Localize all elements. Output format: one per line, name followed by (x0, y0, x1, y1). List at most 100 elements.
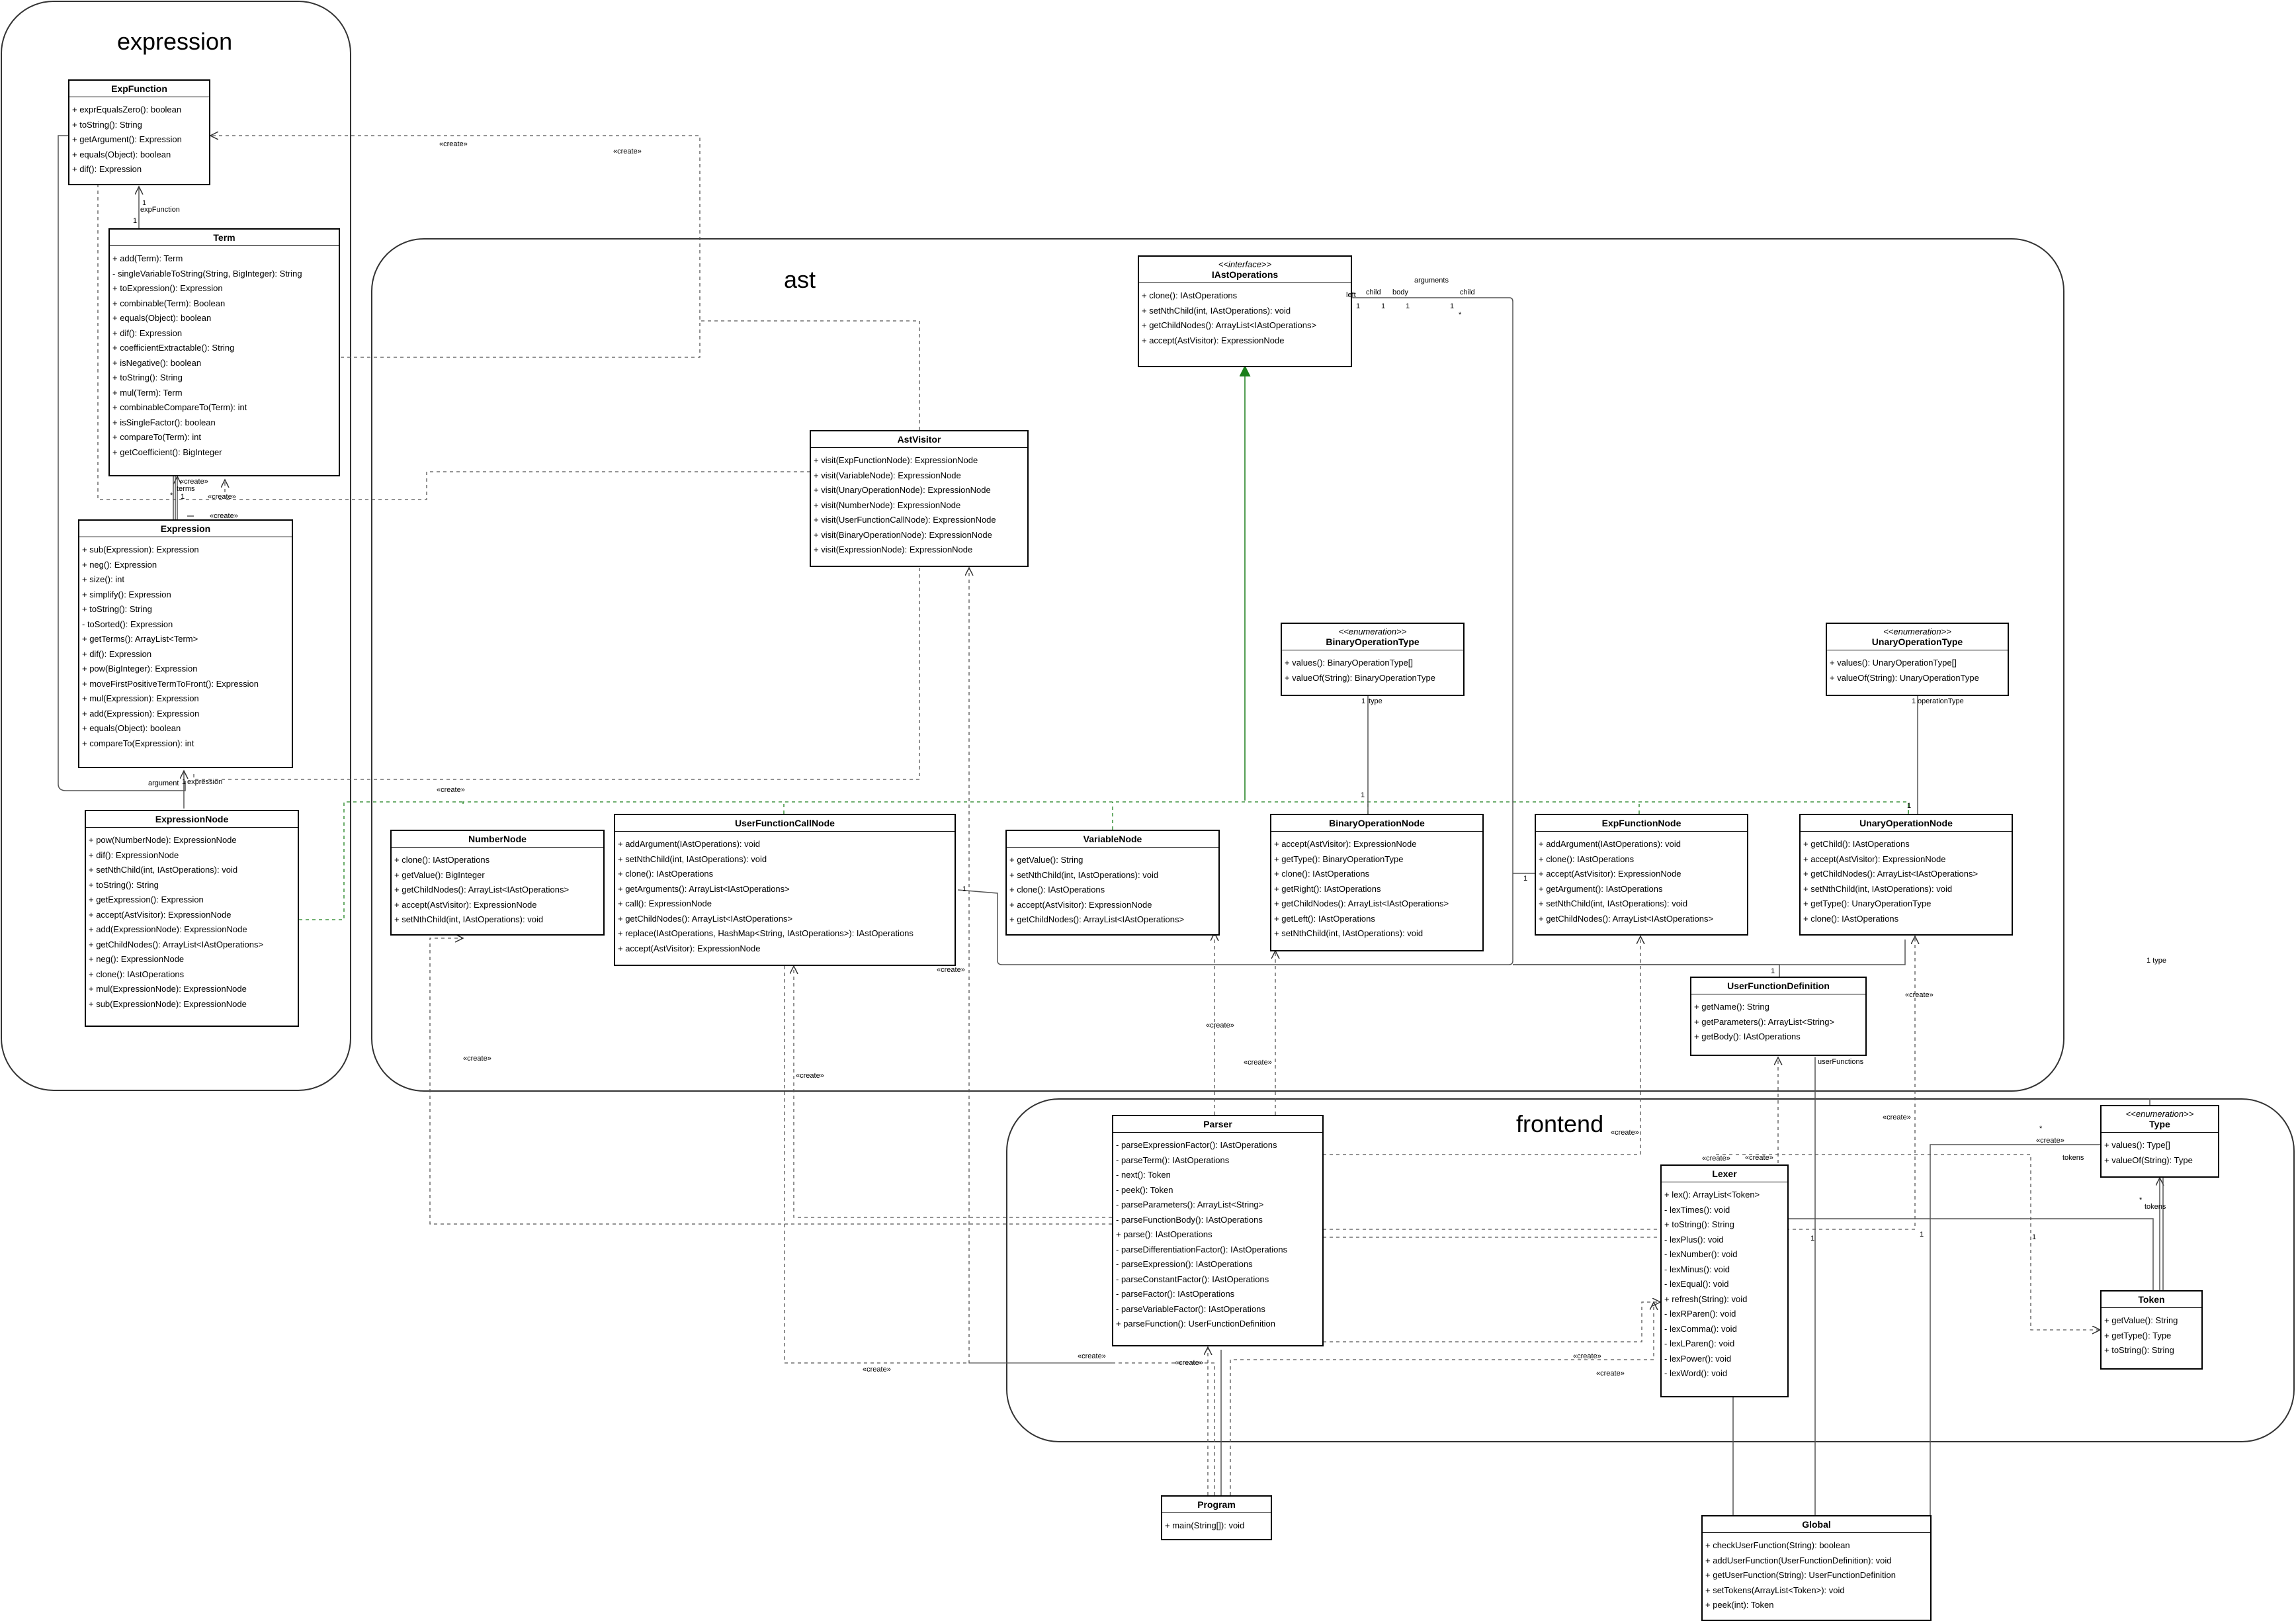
assoc-expfunction-expression (58, 135, 186, 791)
class-member: + getChildNodes(): ArrayList<IAstOperati… (1009, 914, 1185, 924)
class-name: NumberNode (468, 834, 527, 844)
class-program[interactable]: Program + main(String[]): void (1161, 1495, 1272, 1540)
class-member: + replace(IAstOperations, HashMap<String… (618, 928, 914, 938)
edge-label: expFunction (140, 206, 180, 214)
class-members: + getChild(): IAstOperations + accept(As… (1801, 832, 2012, 930)
class-name: ExpressionNode (155, 814, 229, 824)
edge-label: «create» (463, 1055, 491, 1063)
class-name: Token (2138, 1294, 2165, 1305)
edge-label: left (1346, 291, 1356, 299)
class-member: + getName(): String (1694, 1002, 1769, 1012)
assoc-lexer-tokens (1716, 1218, 2154, 1290)
class-global[interactable]: Global + checkUserFunction(String): bool… (1701, 1515, 1932, 1621)
class-member: + isSingleFactor(): boolean (112, 417, 216, 427)
class-token[interactable]: Token + getValue(): String + getType(): … (2100, 1290, 2203, 1370)
class-userfunctiondefinition[interactable]: UserFunctionDefinition + getName(): Stri… (1690, 977, 1867, 1056)
class-member: + getValue(): String (1009, 855, 1084, 865)
class-members: + values(): BinaryOperationType[] + valu… (1282, 650, 1463, 689)
class-member: + addUserFunction(UserFunctionDefinition… (1705, 1555, 1892, 1565)
class-member: + getChildNodes(): ArrayList<IAstOperati… (1274, 898, 1449, 908)
class-unaryoperationnode[interactable]: UnaryOperationNode + getChild(): IAstOpe… (1799, 814, 2013, 936)
class-expressionnode[interactable]: ExpressionNode + pow(NumberNode): Expres… (85, 810, 299, 1027)
class-member: - parseParameters(): ArrayList<String> (1116, 1200, 1264, 1209)
class-userfunctioncallnode[interactable]: UserFunctionCallNode + addArgument(IAstO… (614, 814, 956, 966)
edge-label: «create» (796, 1072, 824, 1080)
class-binaryoperationtype[interactable]: <<enumeration>> BinaryOperationType + va… (1281, 623, 1465, 696)
class-member: - parseTerm(): IAstOperations (1116, 1155, 1230, 1165)
class-name: BinaryOperationType (1326, 636, 1420, 647)
create-parser-lexer (1323, 1302, 1660, 1342)
class-member: + refresh(String): void (1664, 1293, 1748, 1304)
class-iastoperations[interactable]: <<interface>> IAstOperations + clone(): … (1138, 255, 1352, 367)
class-member: + clone(): IAstOperations (1803, 913, 1899, 924)
class-member: + getChildNodes(): ArrayList<IAstOperati… (1803, 869, 1978, 879)
class-members: + getValue(): String + getType(): Type +… (2102, 1308, 2201, 1362)
class-member: + addArgument(IAstOperations): void (618, 839, 760, 849)
edge-label: type (1369, 697, 1382, 705)
class-members: + visit(ExpFunctionNode): ExpressionNode… (811, 448, 1027, 562)
class-member: + exprEqualsZero(): boolean (72, 105, 182, 114)
edge-label: «create» (1905, 991, 1934, 999)
class-lexer[interactable]: Lexer + lex(): ArrayList<Token> - lexTim… (1660, 1164, 1789, 1397)
class-member: + getChild(): IAstOperations (1803, 839, 1910, 849)
class-term[interactable]: Term + add(Term): Term - singleVariableT… (108, 228, 340, 476)
class-member: + dif(): Expression (82, 648, 152, 659)
class-parser[interactable]: Parser - parseExpressionFactor(): IAstOp… (1112, 1115, 1324, 1346)
class-member: + getArgument(): Expression (72, 134, 182, 144)
create-astvisitor-expression (193, 568, 920, 780)
edge-label: 1 (2032, 1233, 2037, 1241)
create-term-expfunction (210, 136, 701, 358)
class-variablenode[interactable]: VariableNode + getValue(): String + setN… (1005, 830, 1220, 936)
edge-label: «create» (1206, 1022, 1234, 1030)
class-type[interactable]: <<enumeration>> Type + values(): Type[] … (2100, 1105, 2219, 1178)
class-name: ExpFunction (111, 83, 167, 94)
class-name: Term (213, 232, 235, 243)
class-member: + getChildNodes(): ArrayList<IAstOperati… (1539, 913, 1714, 924)
class-stereotype: <<enumeration>> (1883, 627, 1951, 636)
class-member: + getBody(): IAstOperations (1694, 1031, 1801, 1041)
class-member: - lexNumber(): void (1664, 1249, 1738, 1259)
class-astvisitor[interactable]: AstVisitor + visit(ExpFunctionNode): Exp… (810, 430, 1029, 567)
edge-label: «create» (2036, 1137, 2064, 1145)
class-member: + dif(): Expression (112, 328, 183, 338)
class-name: Lexer (1712, 1168, 1737, 1179)
class-unaryoperationtype[interactable]: <<enumeration>> UnaryOperationType + val… (1826, 623, 2009, 696)
package-frontend (1006, 1098, 2295, 1442)
class-binaryoperationnode[interactable]: BinaryOperationNode + accept(AstVisitor)… (1270, 814, 1484, 951)
class-member: - parseFactor(): IAstOperations (1116, 1289, 1235, 1299)
class-member: - parseVariableFactor(): IAstOperations (1116, 1303, 1265, 1314)
class-member: + visit(BinaryOperationNode): Expression… (814, 529, 992, 540)
class-member: + getChildNodes(): ArrayList<IAstOperati… (394, 885, 570, 895)
class-member: + visit(ExpressionNode): ExpressionNode (814, 545, 973, 554)
class-member: + values(): Type[] (2104, 1140, 2170, 1150)
class-member: + sub(Expression): Expression (82, 545, 199, 554)
class-member: - lexEqual(): void (1664, 1279, 1729, 1289)
class-member: + neg(): ExpressionNode (89, 954, 185, 964)
class-name: ExpFunctionNode (1601, 818, 1681, 828)
class-member: - lexPlus(): void (1664, 1234, 1724, 1245)
class-member: + visit(UnaryOperationNode): ExpressionN… (814, 485, 991, 495)
class-expression[interactable]: Expression + sub(Expression): Expression… (78, 519, 293, 768)
edge-label: userFunctions (1818, 1058, 1864, 1066)
edge-label: 1 (1920, 1231, 1924, 1239)
class-numbernode[interactable]: NumberNode + clone(): IAstOperations + g… (390, 830, 605, 936)
edge-label: «create» (437, 786, 465, 794)
assoc-nodes-to-iastoperations (957, 297, 1513, 965)
class-member: + valueOf(String): UnaryOperationType (1830, 672, 1979, 683)
class-expfunctionnode[interactable]: ExpFunctionNode + addArgument(IAstOperat… (1535, 814, 1748, 936)
class-member: - lexLParen(): void (1664, 1338, 1735, 1348)
class-name: IAstOperations (1211, 269, 1279, 280)
class-member: + setNthChild(int, IAstOperations): void (394, 914, 544, 924)
edge-label: terms (177, 485, 195, 493)
class-member: - parseExpressionFactor(): IAstOperation… (1116, 1140, 1277, 1150)
class-member: + setNthChild(int, IAstOperations): void (1009, 869, 1159, 880)
class-member: + compareTo(Expression): int (82, 738, 194, 748)
class-members: + addArgument(IAstOperations): void + cl… (1536, 832, 1747, 930)
edge-label: argument (148, 779, 179, 787)
edge-label: 1 (142, 199, 147, 207)
edge-label: * (2139, 1196, 2143, 1204)
class-expfunction[interactable]: ExpFunction + exprEqualsZero(): boolean … (68, 79, 210, 185)
class-member: + toString(): String (2104, 1345, 2174, 1355)
class-member: + mul(Expression): Expression (82, 693, 199, 703)
class-member: - parseConstantFactor(): IAstOperations (1116, 1274, 1269, 1284)
